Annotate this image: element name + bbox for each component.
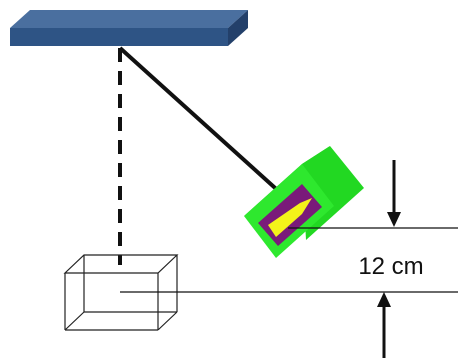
distance-label: 12 cm — [336, 250, 446, 284]
ceiling-side-face — [228, 10, 248, 46]
ceiling-top-face — [10, 10, 248, 28]
block-core — [268, 198, 312, 237]
ceiling-front-face — [10, 28, 228, 46]
arrow-up-icon — [377, 292, 391, 358]
ceiling-support — [10, 10, 248, 46]
displaced-block — [244, 146, 364, 258]
pendulum-string — [118, 46, 286, 198]
arrow-down-icon — [387, 160, 401, 227]
rest-position-box — [63, 254, 179, 331]
